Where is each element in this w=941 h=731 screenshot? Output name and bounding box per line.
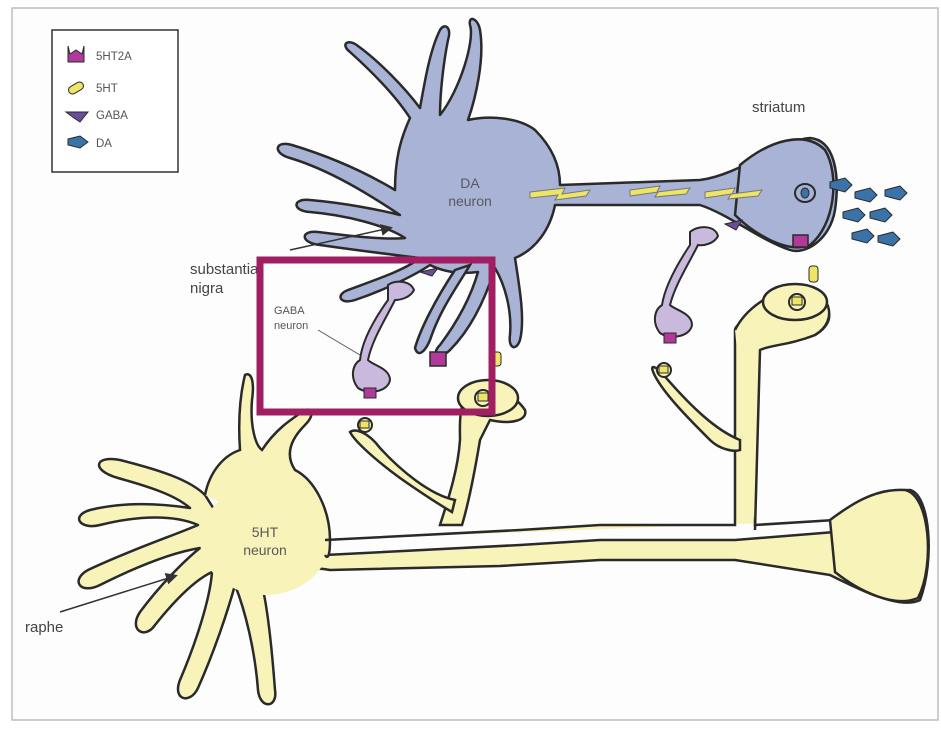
legend: 5HT2A 5HT GABA DA [52,30,178,172]
raphe-label: raphe [25,619,63,636]
substantia-label: substantia [190,261,259,278]
legend-label-5ht2a: 5HT2A [96,51,132,63]
nigra-label: nigra [190,280,224,297]
ht-neuron-label-line1: 5HT [252,524,279,540]
gaba-neuron-label-line2: neuron [274,320,308,332]
gaba-neuron-label-line1: GABA [274,305,305,317]
striatum-label: striatum [752,99,805,116]
da-neuron-label-line1: DA [460,175,480,191]
da-neuron-label-line2: neuron [448,193,492,209]
legend-label-5ht: 5HT [96,83,118,95]
serotonin-capsule [809,266,818,282]
legend-label-gaba: GABA [96,110,128,122]
legend-label-da: DA [96,138,112,150]
ht-neuron-label-line2: neuron [243,542,287,558]
